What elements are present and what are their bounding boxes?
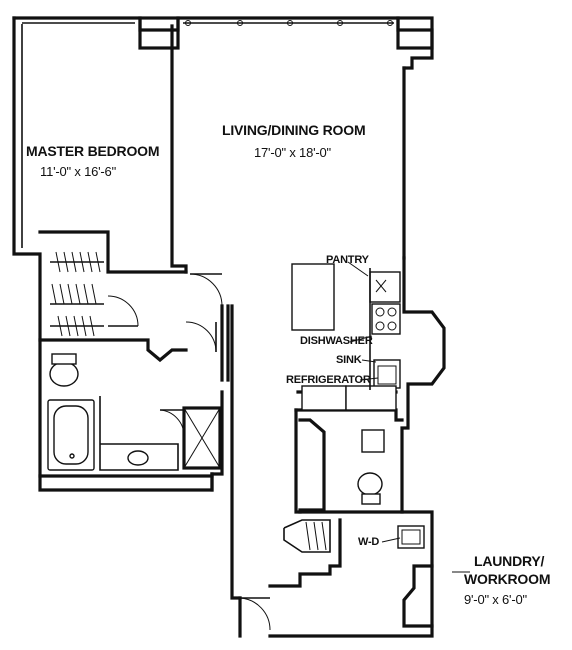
- pantry-cabinet: [369, 271, 401, 303]
- living-dining-dims: 17'-0" x 18'-0": [254, 145, 332, 160]
- dishwasher-label: DISHWASHER: [300, 335, 373, 347]
- powder-room: [357, 429, 385, 505]
- bedroom-closet: [50, 251, 139, 337]
- laundry-label-line1: LAUNDRY/: [474, 553, 545, 569]
- master-bath: [47, 353, 149, 471]
- counter-cabinet: [301, 385, 347, 411]
- exterior-walls: [12, 16, 446, 638]
- living-dining-label: LIVING/DINING ROOM: [222, 122, 365, 138]
- top-column-left: [138, 16, 180, 50]
- powder-toilet: [357, 472, 383, 496]
- powder-sink: [361, 429, 385, 453]
- top-column-right: [396, 16, 434, 50]
- washer-dryer: [397, 525, 425, 549]
- cooktop: [371, 303, 401, 335]
- laundry: [283, 519, 425, 553]
- entry-door: [239, 597, 271, 631]
- kitchen: [291, 263, 401, 411]
- sink-label: SINK: [336, 354, 362, 366]
- bath-sink: [127, 450, 149, 466]
- leader-lines: [347, 261, 470, 573]
- master-bedroom-dims: 11'-0" x 16'-6": [40, 164, 117, 179]
- window-marks: [185, 20, 393, 26]
- washer-dryer-label: W-D: [358, 536, 379, 548]
- laundry-label-line2: WORKROOM: [464, 571, 550, 587]
- refrigerator-label: REFRIGERATOR: [286, 374, 371, 386]
- laundry-dims: 9'-0" x 6'-0": [464, 592, 527, 607]
- bath-toilet: [49, 361, 79, 387]
- master-bedroom-label: MASTER BEDROOM: [26, 143, 159, 159]
- pantry-label: PANTRY: [326, 254, 370, 266]
- kitchen-island: [291, 263, 335, 331]
